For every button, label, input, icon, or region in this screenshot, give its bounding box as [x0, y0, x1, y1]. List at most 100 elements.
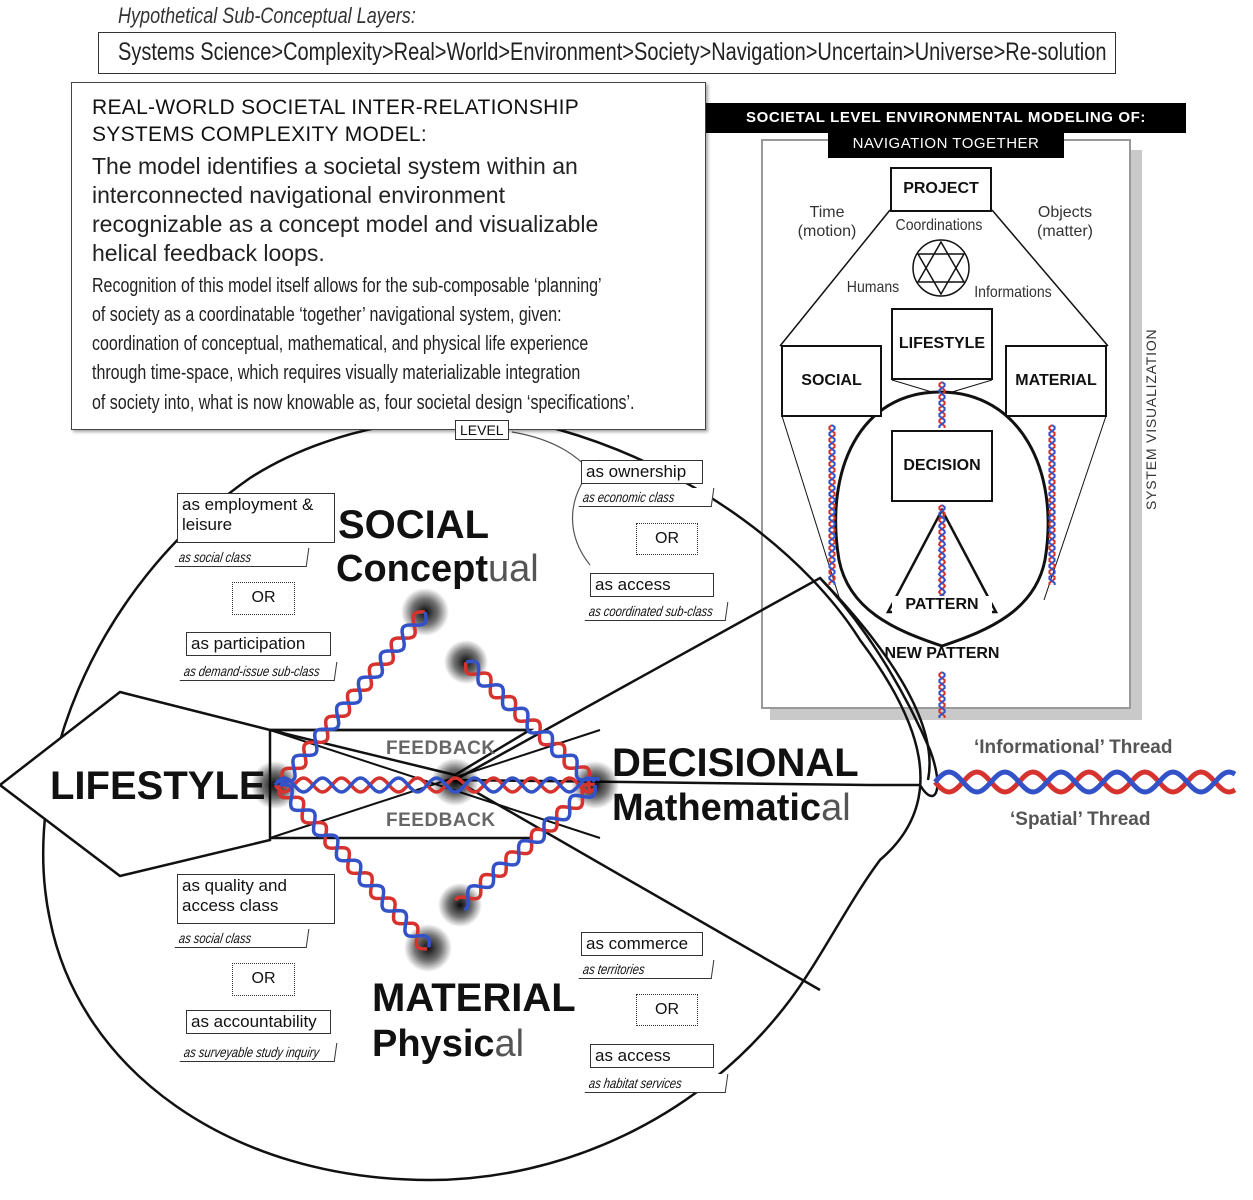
helix-lifestyle-to-material-red-strand: [277, 784, 428, 951]
panel-line-left: [779, 209, 891, 347]
panel-thread-lifestyle-blue-strand: [938, 381, 946, 428]
tag-access-coordinated: as access: [590, 573, 714, 597]
panel-social-box: SOCIAL: [781, 345, 882, 417]
level-tag: LEVEL: [455, 420, 509, 440]
panel-thread-social-blue-strand: [828, 424, 836, 585]
tag-access-habitat-sub: as habitat services: [584, 1074, 729, 1093]
layers-caption: Hypothetical Sub-Conceptual Layers:: [118, 3, 416, 28]
legend-thread-blue-strand: [933, 769, 1237, 795]
social-label: SOCIAL: [338, 503, 490, 547]
panel-thread-material-red-strand: [1048, 424, 1056, 585]
tag-accountability-sub: as surveyable study inquiry: [179, 1043, 338, 1062]
model-description-box: [71, 82, 706, 430]
layers-box: [98, 32, 1116, 74]
model-title-line2: SYSTEMS COMPLEXITY MODEL:: [92, 123, 428, 146]
tag-quality: as quality and access class: [177, 874, 335, 924]
model-lead-2: interconnected navigational environment: [92, 182, 505, 208]
tag-access-habitat: as access: [590, 1044, 714, 1068]
panel-time-label: Time(motion): [797, 204, 857, 240]
triangle-symbol-down: [916, 253, 966, 296]
panel-subtitle: NAVIGATION TOGETHER: [828, 130, 1064, 158]
panel-line-right: [991, 209, 1109, 347]
tag-quality-sub: as social class: [174, 929, 310, 948]
decisional-wedge-cap: [819, 577, 931, 781]
panel-thread-lifestyle: [938, 381, 946, 428]
tag-commerce: as commerce: [581, 932, 703, 956]
panel-side-label: SYSTEM VISUALIZATION: [1143, 328, 1159, 510]
model-lead-3: recognizable as a concept model and visu…: [92, 211, 599, 237]
triangle-symbol-circle: [912, 239, 970, 297]
decisional-wedge-lower: [454, 778, 821, 992]
helix-lifestyle-to-material: [277, 783, 432, 951]
model-body-5: of society into, what is now knowable as…: [92, 392, 635, 414]
tag-participation-sub: as demand-issue sub-class: [179, 662, 338, 681]
panel-informations-label: Informations: [974, 284, 1052, 301]
helix-social-to-lifestyle-red-strand: [280, 610, 426, 789]
helix-decisional-to-lower: [454, 782, 597, 912]
lifestyle-shape: [0, 690, 272, 878]
lifestyle-label: LIFESTYLE: [50, 764, 266, 808]
layers-text: Systems Science>Complexity>Real>World>En…: [118, 38, 1107, 66]
triangle-symbol-up: [916, 240, 966, 283]
spatial-thread-label: ‘Spatial’ Thread: [1010, 809, 1151, 830]
panel-material-box: MATERIAL: [1005, 345, 1107, 417]
tag-participation: as participation: [186, 632, 331, 656]
model-body-2: of society as a coordinatable ‘together’…: [92, 304, 562, 326]
tag-accountability: as accountability: [186, 1010, 331, 1034]
panel-thread-pattern: [937, 504, 947, 601]
panel-thread-social: [828, 424, 836, 585]
legend-thread-red-strand: [933, 769, 1237, 795]
panel-thread-material: [1048, 424, 1056, 585]
legend-thread: [933, 769, 1237, 795]
panel-lifestyle-cone-r: [951, 379, 993, 393]
node-center: [431, 758, 479, 806]
panel-coordinations-label: Coordinations: [895, 217, 983, 234]
panel-project-box: PROJECT: [890, 167, 992, 212]
panel-thread-social-red-strand: [828, 424, 836, 585]
panel-new-pattern-label: NEW PATTERN: [884, 645, 1000, 662]
or-box-1: OR: [232, 582, 295, 615]
material-sublabel: Physical: [372, 1023, 525, 1065]
panel-objects-label: Objects(matter): [1037, 204, 1093, 240]
or-box-4: OR: [636, 994, 698, 1026]
model-body-1: Recognition of this model itself allows …: [92, 275, 602, 297]
helix-social-to-lifestyle-blue-strand: [275, 611, 428, 784]
panel-thread-new-blue-strand: [938, 671, 946, 718]
panel-thread-new-red-strand: [938, 671, 946, 718]
helix-lifestyle-to-decisional: [273, 776, 597, 794]
level-bracket: [511, 431, 591, 471]
panel-pattern-label: PATTERN: [892, 596, 992, 614]
node-decisional-lower: [438, 883, 482, 927]
model-lead-1: The model identifies a societal system w…: [92, 153, 578, 179]
feedback-label-top: FEEDBACK: [386, 738, 496, 759]
main-circle-outline: [42, 417, 922, 1182]
informational-thread-label: ‘Informational’ Thread: [974, 737, 1173, 758]
tag-ownership-sub: as economic class: [578, 488, 715, 507]
helix-decisional-up-to-decisional: [463, 659, 601, 791]
tag-commerce-sub: as territories: [578, 960, 715, 979]
panel-lifestyle-box: LIFESTYLE: [891, 308, 993, 380]
decisional-wedge: [450, 576, 939, 798]
helix-decisional-up-to-decisional-blue-strand: [465, 659, 601, 782]
or-box-3: OR: [232, 963, 295, 996]
helix-lifestyle-to-material-blue-strand: [279, 783, 432, 948]
helix-decisional-to-lower-blue-strand: [463, 784, 597, 912]
helix-decisional-to-lower-red-strand: [454, 782, 596, 902]
panel-humans-label: Humans: [846, 279, 900, 296]
helix-social-to-lifestyle: [275, 610, 428, 789]
panel-decision-box: DECISION: [891, 430, 993, 502]
panel-thread-pattern-blue-strand: [937, 504, 947, 601]
panel-lifestyle-cone-l: [891, 379, 933, 393]
panel-cone-r1: [1043, 415, 1107, 601]
helix-lifestyle-to-decisional-blue-strand: [273, 776, 597, 794]
panel-thread-lifestyle-red-strand: [938, 381, 946, 428]
tag-employment-sub: as social class: [174, 548, 310, 567]
helix-decisional-up-to-decisional-red-strand: [463, 661, 592, 791]
model-title-line1: REAL-WORLD SOCIETAL INTER-RELATIONSHIP: [92, 96, 580, 119]
panel-thread-material-blue-strand: [1048, 424, 1056, 585]
node-material: [404, 924, 452, 972]
decisional-label: DECISIONAL: [612, 741, 859, 785]
feedback-label-bottom: FEEDBACK: [386, 810, 496, 831]
panel-thread-new: [938, 671, 946, 718]
panel-title: SOCIETAL LEVEL ENVIRONMENTAL MODELING OF…: [706, 103, 1186, 133]
